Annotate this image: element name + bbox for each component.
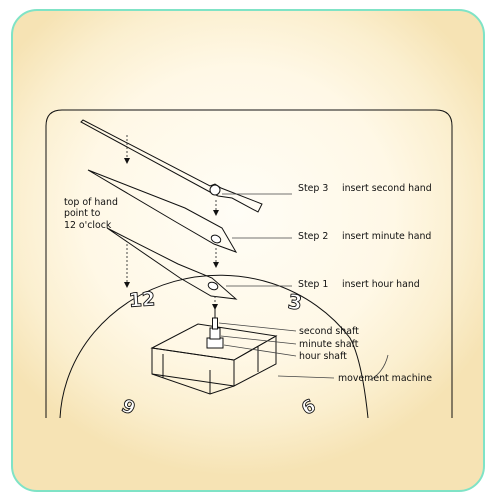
second-shaft-label: second shaft [299, 326, 359, 337]
dial-numeral-6: 6 [298, 395, 320, 420]
top-note-line3: 12 o'clock [64, 220, 112, 231]
clock-dial-arc [59, 274, 369, 419]
step3-label: Step 3 [298, 183, 328, 194]
leader-lines [218, 193, 389, 381]
top-note-line2: point to [64, 208, 101, 219]
step1-action: insert hour hand [342, 279, 420, 290]
movement-machine-icon [150, 323, 278, 395]
dial-numeral-9: 9 [118, 395, 139, 420]
dial-numeral-3-text: 3 [286, 289, 303, 315]
image-frame [11, 9, 485, 492]
dial-numeral-3: 3 [286, 289, 304, 316]
step1-label: Step 1 [298, 279, 328, 290]
step3-action: insert second hand [342, 183, 432, 194]
dial-numeral-12: 12 [128, 288, 157, 313]
movement-machine-label: movement machine [338, 373, 432, 384]
dial-numeral-6-text: 6 [298, 395, 319, 419]
dial-numeral-9-text: 9 [118, 395, 138, 419]
step2-label: Step 2 [298, 231, 328, 242]
minute-shaft-label: minute shaft [299, 339, 359, 350]
hour-hand-icon [106, 227, 238, 300]
diagram-panel-border [45, 109, 453, 418]
step2-action: insert minute hand [342, 231, 431, 242]
shaft-stack-icon [206, 308, 224, 349]
top-note-line1: top of hand [64, 197, 118, 208]
dial-numeral-12-text: 12 [128, 288, 156, 312]
alignment-arrows [124, 135, 219, 310]
hour-shaft-label: hour shaft [299, 351, 347, 362]
second-hand-icon [80, 119, 263, 213]
minute-hand-icon [87, 169, 238, 253]
